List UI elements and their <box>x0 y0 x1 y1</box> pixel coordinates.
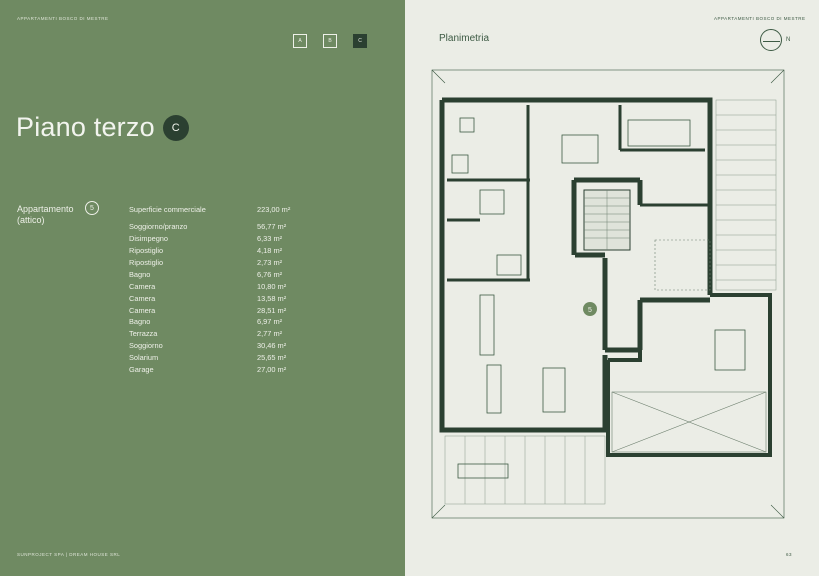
area-room-name: Solarium <box>129 353 159 363</box>
area-room-name: Disimpegno <box>129 234 169 244</box>
area-row: Superficie commerciale 223,00 m² <box>129 204 329 216</box>
area-value: 2,73 m² <box>257 258 283 267</box>
site-boundary <box>431 69 785 519</box>
garage-walls <box>606 293 772 457</box>
area-room-name: Garage <box>129 365 154 375</box>
furniture <box>451 117 746 479</box>
area-value: 13,58 m² <box>257 293 287 303</box>
area-room-name: Camera <box>129 293 156 303</box>
plan-badge-text: 5 <box>588 307 592 314</box>
page-title: Piano terzo C <box>16 112 189 143</box>
area-room-name: Soggiorno/pranzo <box>129 222 188 232</box>
plan-title: Planimetria <box>439 33 490 44</box>
garage-bench <box>714 329 746 371</box>
stair-steps <box>584 190 630 250</box>
void-area <box>654 239 711 291</box>
area-row: Camera 13,58 m² <box>129 292 329 304</box>
solarium-grid <box>715 99 777 291</box>
area-row: Bagno 6,97 m² <box>129 316 329 328</box>
tab-b[interactable]: B <box>323 34 337 48</box>
plan-apartment-badge <box>583 302 597 316</box>
area-value: 56,77 m² <box>257 222 287 232</box>
area-value: 10,80 m² <box>257 281 287 291</box>
area-room-name: Terrazza <box>129 329 158 339</box>
area-value: 6,76 m² <box>257 269 283 279</box>
single-bed-2 <box>496 254 522 276</box>
area-row: Solarium 25,65 m² <box>129 352 329 364</box>
compass-icon <box>760 29 782 51</box>
apartment-label-line1: Appartamento <box>17 204 74 214</box>
area-table: Superficie commerciale 223,00 m² Soggiorno… <box>129 204 329 375</box>
area-value: 4,18 m² <box>257 246 283 256</box>
bathroom-vanity <box>627 119 691 147</box>
area-row: Soggiorno/pranzo 56,77 m² <box>129 221 329 233</box>
area-row: Soggiorno 30,46 m² <box>129 340 329 352</box>
area-room-name: Soggiorno <box>129 341 163 351</box>
dining-table <box>486 364 502 414</box>
tab-c[interactable]: C <box>353 34 367 48</box>
main-walls <box>439 97 713 433</box>
area-value: 30,46 m² <box>257 341 287 351</box>
inner-walls <box>447 105 710 282</box>
area-row: Camera 28,51 m² <box>129 304 329 316</box>
apartment-label-line2: (attico) <box>17 215 45 225</box>
tab-a[interactable]: A <box>293 34 307 48</box>
area-row: Bagno 6,76 m² <box>129 268 329 280</box>
area-room-name: Bagno <box>129 317 151 327</box>
area-room-name: Ripostiglio <box>129 258 164 267</box>
terrace-table <box>457 463 509 479</box>
left-footer: SUNPROJECT SPA | DREAM HOUSE SRL <box>17 552 121 557</box>
area-row: Ripostiglio 4,18 m² <box>129 245 329 257</box>
area-value: 6,33 m² <box>257 234 283 244</box>
page-title-text: Piano terzo <box>16 112 155 142</box>
area-room-name: Ripostiglio <box>129 246 164 256</box>
left-header: APPARTAMENTI BOSCO DI MESTRE <box>17 16 109 21</box>
area-room-name: Bagno <box>129 269 151 279</box>
terrace-deck <box>444 435 606 505</box>
area-row: Disimpegno 6,33 m² <box>129 233 329 245</box>
area-value: 2,77 m² <box>257 329 283 339</box>
area-room-name: Camera <box>129 281 156 291</box>
area-room-name: Camera <box>129 305 156 315</box>
garage-cross <box>611 391 767 453</box>
apartment-number-badge: 5 <box>85 201 99 215</box>
area-row: Ripostiglio 2,73 m² <box>129 257 329 269</box>
left-page: APPARTAMENTI BOSCO DI MESTRE A B C Piano… <box>0 0 405 576</box>
compass-label: N <box>786 37 791 43</box>
area-value: 28,51 m² <box>257 305 287 315</box>
area-row: Garage 27,00 m² <box>129 364 329 376</box>
corner-marks <box>431 69 785 519</box>
kitchen-island <box>479 294 495 356</box>
area-value: 223,00 m² <box>257 205 291 215</box>
area-value: 6,97 m² <box>257 317 283 327</box>
area-value: 25,65 m² <box>257 353 287 363</box>
bath-fixture <box>451 154 469 174</box>
apartment-label: Appartamento (attico) <box>17 204 74 226</box>
area-row: Camera 10,80 m² <box>129 280 329 292</box>
single-bed-1 <box>479 189 505 215</box>
area-row: Terrazza 2,77 m² <box>129 328 329 340</box>
area-value: 27,00 m² <box>257 365 287 375</box>
sofa <box>542 367 566 413</box>
right-header: APPARTAMENTI BOSCO DI MESTRE <box>714 16 806 21</box>
chair <box>459 117 475 133</box>
right-page <box>405 0 819 576</box>
area-room-name: Superficie commerciale <box>129 205 206 215</box>
page-number: 63 <box>786 552 793 557</box>
building-tabs: A B C <box>293 34 367 48</box>
double-bed <box>561 134 599 164</box>
building-badge: C <box>162 114 189 141</box>
